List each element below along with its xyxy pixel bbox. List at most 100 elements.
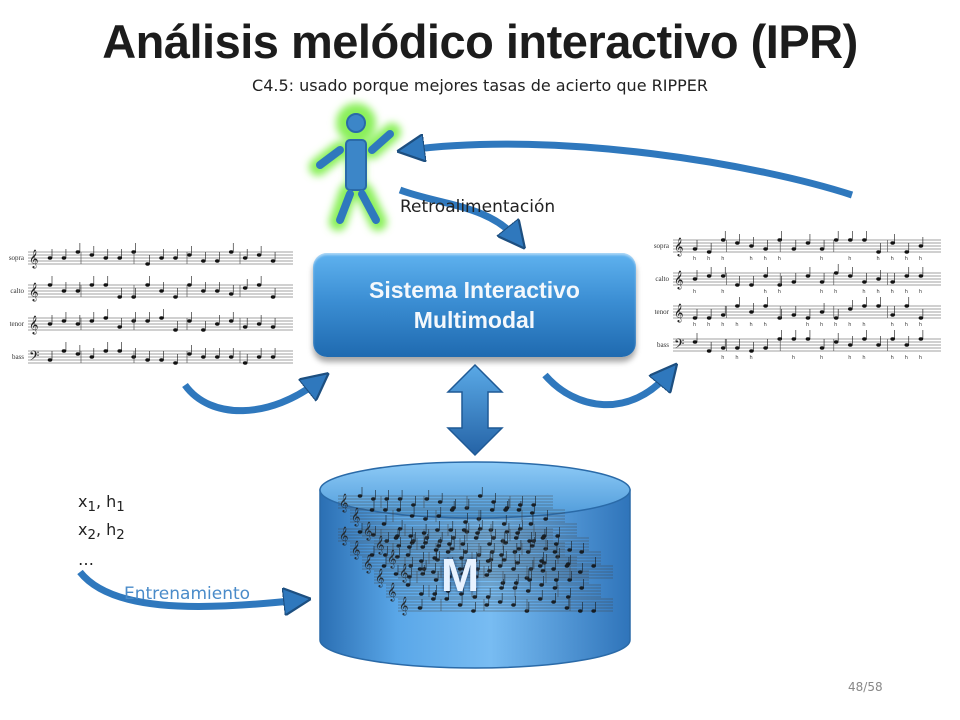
svg-text:h: h — [707, 256, 710, 262]
svg-text:𝄞: 𝄞 — [339, 526, 348, 546]
svg-text:𝄞: 𝄞 — [363, 521, 372, 541]
voice-label: bass — [657, 341, 669, 349]
training-pair-2-h: h — [106, 520, 117, 539]
voice-label: sopra — [654, 242, 670, 250]
voice-label: calto — [655, 275, 669, 283]
model-label: M — [440, 549, 480, 601]
voice-label: tenor — [655, 308, 670, 316]
input-score-arrow — [182, 380, 320, 415]
training-pair-1-h-index: 1 — [116, 500, 125, 516]
voice-label: calto — [10, 287, 24, 295]
svg-text:𝄞: 𝄞 — [674, 303, 683, 323]
svg-text:h: h — [693, 289, 696, 295]
svg-text:𝄞: 𝄞 — [375, 568, 384, 588]
svg-text:h: h — [919, 355, 922, 361]
figure-to-system-arrow — [398, 186, 518, 240]
svg-text:h: h — [834, 289, 837, 295]
svg-text:𝄞: 𝄞 — [674, 237, 683, 257]
svg-text:h: h — [792, 355, 795, 361]
svg-text:𝄞: 𝄞 — [387, 582, 396, 602]
svg-text:𝄞: 𝄞 — [674, 270, 683, 290]
svg-text:h: h — [891, 355, 894, 361]
svg-text:h: h — [721, 256, 724, 262]
svg-text:h: h — [749, 256, 752, 262]
page-number: 48/58 — [848, 680, 883, 694]
feedback-label: Retroalimentación — [400, 197, 556, 217]
voice-label: sopra — [9, 254, 25, 262]
svg-text:h: h — [778, 256, 781, 262]
feedback-arrow — [408, 144, 854, 199]
svg-text:h: h — [848, 322, 851, 328]
svg-text:h: h — [693, 256, 696, 262]
svg-text:h: h — [749, 322, 752, 328]
svg-text:𝄞: 𝄞 — [387, 549, 396, 569]
svg-text:h: h — [905, 289, 908, 295]
system-label-line2: Multimodal — [413, 307, 536, 333]
svg-text:h: h — [806, 322, 809, 328]
training-arrow — [77, 569, 300, 607]
system-label-line1: Sistema Interactivo — [369, 277, 580, 303]
svg-text:h: h — [721, 289, 724, 295]
svg-text:𝄞: 𝄞 — [399, 563, 408, 583]
svg-text:h: h — [891, 322, 894, 328]
training-label: Entrenamiento — [124, 584, 251, 604]
svg-text:𝄞: 𝄞 — [339, 493, 348, 513]
training-pair-1-x-index: 1 — [87, 500, 96, 516]
svg-text:h: h — [820, 289, 823, 295]
interactive-system-box: Sistema Interactivo Multimodal — [313, 253, 636, 357]
training-pair-1-h: h — [106, 492, 117, 511]
svg-text:h: h — [919, 289, 922, 295]
slide-title: Análisis melódico interactivo (IPR) — [102, 15, 858, 68]
svg-text:h: h — [919, 322, 922, 328]
svg-text:h: h — [721, 322, 724, 328]
svg-text:h: h — [820, 256, 823, 262]
training-ellipsis: … — [78, 550, 94, 569]
svg-text:h: h — [877, 256, 880, 262]
svg-text:h: h — [707, 322, 710, 328]
training-pair-2-h-index: 2 — [116, 528, 125, 544]
user-figure-icon — [309, 103, 401, 231]
svg-text:𝄢: 𝄢 — [29, 348, 39, 367]
svg-text:h: h — [862, 322, 865, 328]
svg-text:𝄞: 𝄞 — [351, 540, 360, 560]
svg-text:h: h — [905, 256, 908, 262]
model-database-icon: 𝄞𝄞𝄞𝄞𝄞𝄞𝄞𝄞𝄞𝄞𝄞𝄞 — [319, 461, 631, 669]
svg-text:h: h — [721, 355, 724, 361]
svg-text:𝄞: 𝄞 — [363, 554, 372, 574]
svg-text:h: h — [862, 355, 865, 361]
svg-text:𝄞: 𝄞 — [29, 315, 38, 335]
training-pair-2: x2, h2 — [78, 520, 125, 544]
svg-text:h: h — [735, 322, 738, 328]
svg-text:h: h — [749, 355, 752, 361]
svg-text:h: h — [905, 355, 908, 361]
svg-text:𝄢: 𝄢 — [674, 336, 684, 355]
slide-subtitle: C4.5: usado porque mejores tasas de acie… — [252, 76, 708, 95]
input-score: sopra𝄞calto𝄞tenor𝄞bass𝄢 — [9, 243, 293, 367]
svg-text:h: h — [862, 289, 865, 295]
training-pair-1: x1, h1 — [78, 492, 125, 516]
output-score-arrow — [542, 372, 670, 409]
svg-text:h: h — [820, 355, 823, 361]
svg-text:h: h — [764, 322, 767, 328]
svg-text:h: h — [848, 256, 851, 262]
svg-text:h: h — [891, 256, 894, 262]
bidirectional-arrow-icon — [446, 363, 504, 457]
svg-text:𝄞: 𝄞 — [29, 249, 38, 269]
output-score: sopra 𝄞 h h h h h h h h h h h h calto 𝄞 h h h h h h h h h h h tenor… — [654, 231, 941, 361]
svg-text:h: h — [820, 322, 823, 328]
svg-text:𝄞: 𝄞 — [399, 596, 408, 616]
svg-text:𝄞: 𝄞 — [375, 535, 384, 555]
svg-text:h: h — [764, 289, 767, 295]
training-pair-2-x: x — [78, 520, 88, 539]
svg-text:h: h — [735, 355, 738, 361]
svg-text:h: h — [919, 256, 922, 262]
svg-text:𝄞: 𝄞 — [351, 507, 360, 527]
svg-text:h: h — [693, 322, 696, 328]
training-pair-1-x: x — [78, 492, 88, 511]
svg-text:h: h — [778, 289, 781, 295]
svg-text:h: h — [834, 322, 837, 328]
voice-label: tenor — [10, 320, 25, 328]
svg-text:h: h — [848, 355, 851, 361]
svg-text:h: h — [905, 322, 908, 328]
